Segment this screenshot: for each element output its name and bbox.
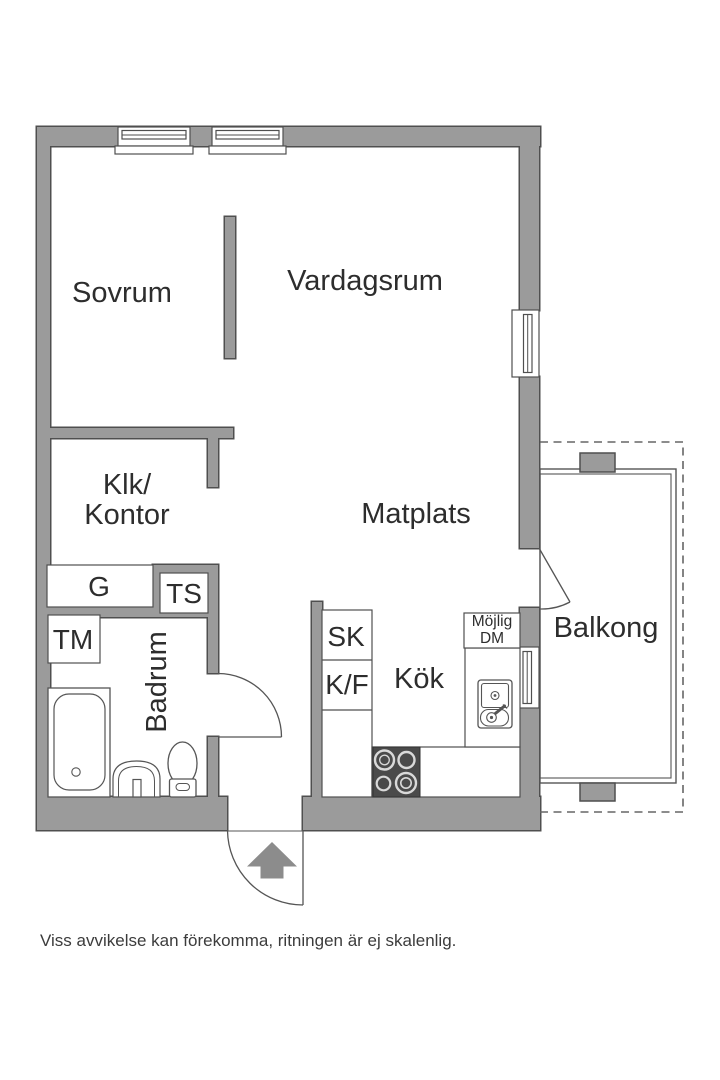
fixture-label-mojlig-dm-line2: DM: [479, 630, 505, 647]
closets: [46, 564, 209, 664]
window-top-2-icon: [208, 126, 287, 155]
room-label-vardagsrum: Vardagsrum: [287, 265, 443, 297]
room-label-klk-line2: Kontor: [84, 499, 170, 531]
wall-bottom-right: [303, 797, 540, 830]
bathtub-icon: [47, 687, 111, 798]
dishwasher-box: [463, 612, 521, 649]
stove-icon: [372, 746, 421, 798]
room-label-matplats: Matplats: [361, 498, 471, 530]
wall-right-jamb: [520, 608, 539, 647]
wall-top: [37, 127, 540, 146]
wall-bottom-left: [37, 797, 227, 830]
bathroom-door-icon: [217, 672, 283, 738]
wall-room-divider: [225, 217, 235, 358]
kitchen-counters: [321, 609, 521, 798]
wall-sovrum-stub: [208, 438, 218, 487]
window-kitchen-icon: [518, 646, 540, 709]
toilet-icon: [167, 741, 198, 798]
windows: [114, 126, 540, 709]
room-label-kok: Kök: [394, 663, 444, 695]
entrance-door-icon: [226, 830, 304, 906]
wall-sovrum-south: [50, 428, 233, 438]
wall-bathroom-east-upper: [208, 565, 218, 673]
room-label-klk-kontor: Klk/ Kontor: [84, 470, 169, 530]
counter-left: [321, 609, 373, 798]
fixture-label-ts: TS: [166, 578, 202, 609]
balcony: [539, 441, 684, 813]
fixture-label-tm: TM: [52, 624, 94, 655]
fixture-label-mojlig-dm-line1: Möjlig: [471, 613, 513, 630]
balcony-dashed-outline: [540, 441, 684, 813]
wall-left: [37, 127, 50, 830]
window-livingroom-icon: [511, 309, 540, 378]
washer-tm-box: [47, 614, 101, 664]
wall-bathroom-east-lower: [208, 737, 218, 797]
fixture-label-g: G: [88, 571, 110, 602]
wall-right-mid: [520, 377, 539, 548]
room-label-badrum: Badrum: [141, 631, 173, 733]
entrance-arrow-icon: [247, 842, 297, 879]
window-top-1-icon: [114, 126, 194, 155]
wall-right-upper: [520, 127, 539, 310]
room-label-klk-line1: Klk/: [102, 469, 152, 501]
disclaimer-text: Viss avvikelse kan förekomma, ritningen …: [40, 931, 457, 950]
balcony-support-bottom: [579, 782, 616, 802]
doors: [217, 547, 571, 906]
fixture-label-kf: K/F: [325, 669, 369, 700]
closet-g-box: [46, 564, 154, 608]
washbasin-icon: [112, 760, 161, 798]
room-label-balkong: Balkong: [553, 612, 659, 644]
wall-kitchen-stub: [312, 602, 322, 797]
bathroom-fixtures: [47, 687, 198, 798]
balcony-railing: [539, 473, 672, 779]
fixture-label-sk: SK: [327, 621, 365, 652]
closet-ts-box: [159, 572, 209, 614]
fixture-label-mojlig-dm: Möjlig DM: [472, 613, 512, 647]
balcony-support-top: [579, 452, 616, 473]
kitchen-sink-icon: [477, 679, 513, 729]
balcony-door-icon: [538, 547, 571, 610]
room-label-sovrum: Sovrum: [72, 277, 172, 309]
